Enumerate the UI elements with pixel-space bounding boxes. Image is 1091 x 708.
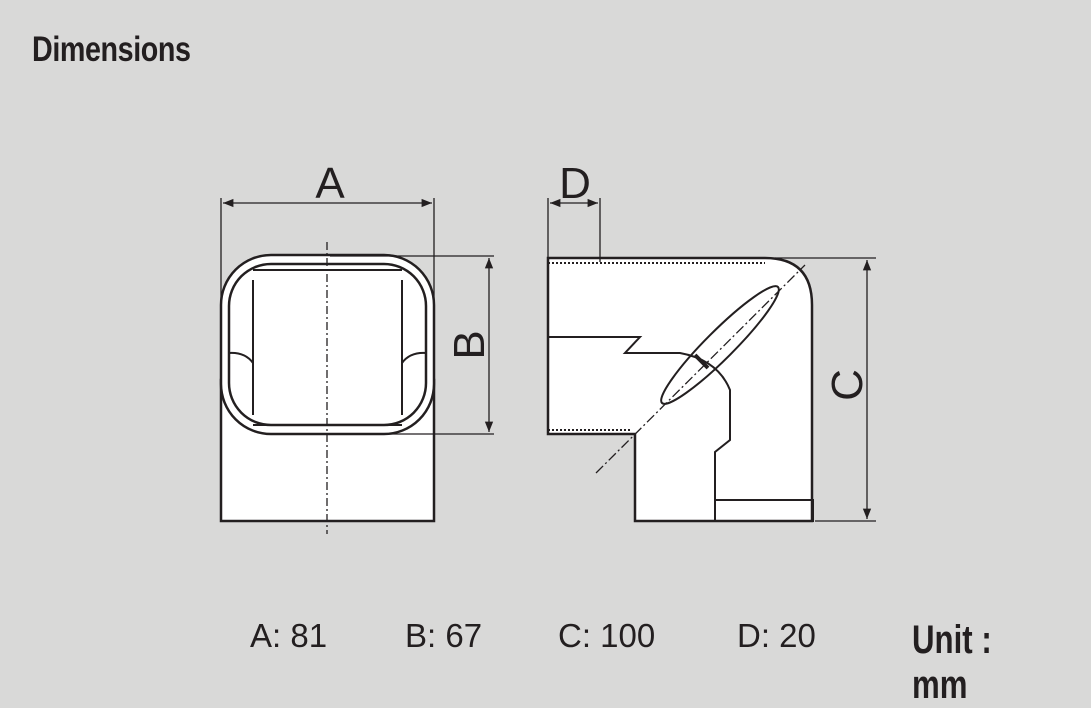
page-title: Dimensions — [32, 30, 191, 69]
label-d: D — [559, 159, 591, 208]
elbow-dimension-drawing: A B D C — [219, 159, 876, 534]
unit-label: Unit : mm — [912, 618, 992, 707]
side-view — [546, 198, 876, 523]
dimension-a-value: A: 81 — [250, 617, 328, 654]
label-a: A — [315, 159, 345, 208]
label-b: B — [445, 330, 494, 359]
dimension-c-value: C: 100 — [558, 617, 656, 654]
front-view — [219, 198, 494, 534]
dimension-b-value: B: 67 — [405, 617, 483, 654]
label-c: C — [823, 369, 872, 401]
dimension-d-value: D: 20 — [737, 617, 816, 654]
